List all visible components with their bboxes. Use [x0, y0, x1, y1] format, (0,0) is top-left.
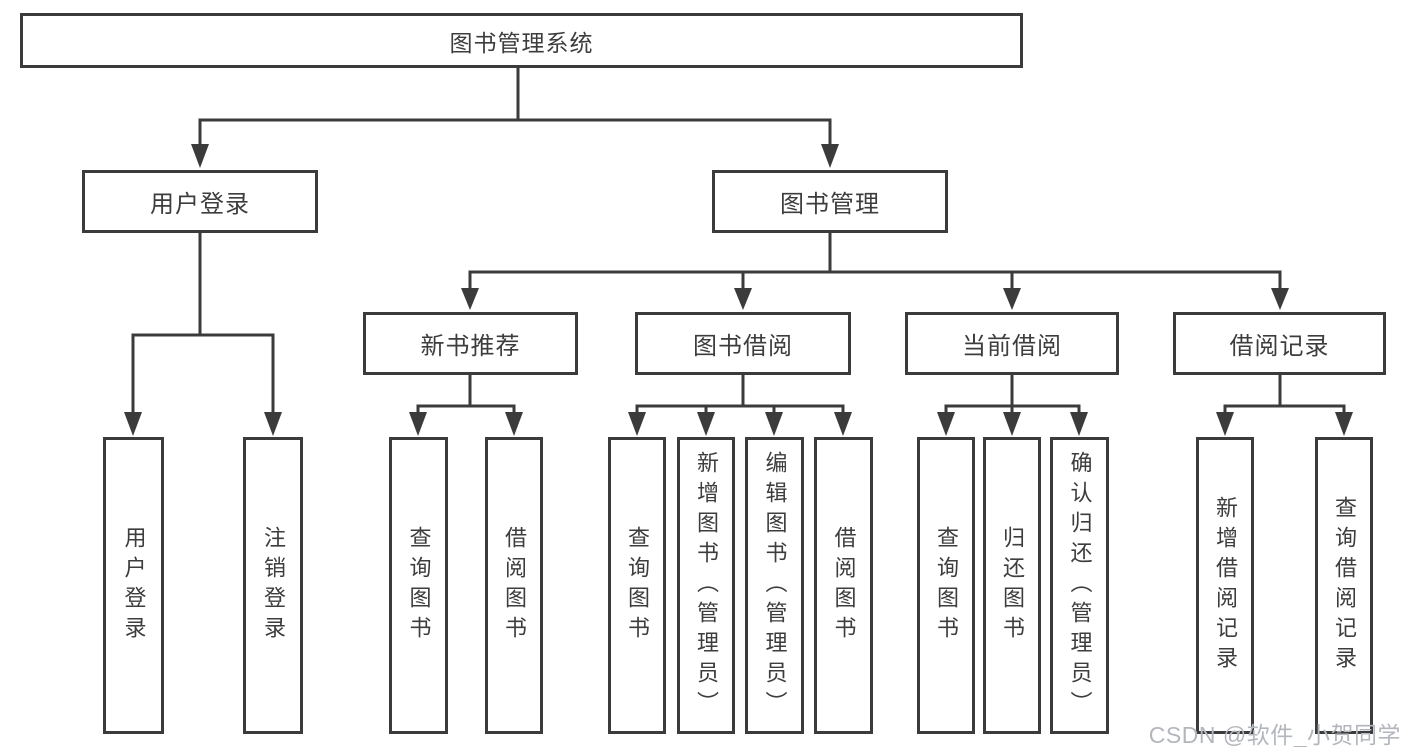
node-label: 确认归还（管理员） [1067, 450, 1093, 721]
node-leaf-user-login: 用户登录 [103, 437, 164, 734]
node-leaf-query-books-recommend: 查询图书 [389, 437, 448, 734]
connector-borrow-records-to-children [1216, 373, 1353, 436]
node-label: 当前借阅 [962, 333, 1062, 360]
node-label: 新增图书（管理员） [694, 450, 719, 721]
node-leaf-query-borrow-record: 查询借阅记录 [1315, 437, 1373, 734]
node-label: 借阅图书 [831, 525, 857, 646]
node-leaf-add-book-admin: 新增图书（管理员） [677, 437, 735, 734]
connector-user-login-to-children [124, 231, 282, 436]
node-label: 查询图书 [934, 525, 959, 646]
node-label: 编辑图书（管理员） [762, 450, 788, 721]
node-new-book-recommend: 新书推荐 [363, 312, 578, 375]
node-label: 图书借阅 [693, 333, 793, 360]
node-label: 归还图书 [1000, 525, 1025, 646]
node-label: 用户登录 [150, 191, 250, 218]
node-leaf-query-books-current: 查询图书 [917, 437, 975, 734]
node-book-borrow: 图书借阅 [635, 312, 851, 375]
node-label: 注销登录 [261, 525, 286, 646]
node-leaf-return-book: 归还图书 [983, 437, 1041, 734]
node-label: 查询图书 [406, 525, 432, 646]
node-label: 新书推荐 [420, 333, 521, 360]
connector-new-book-recommend-to-children [409, 373, 523, 436]
connector-root-to-children [191, 66, 839, 168]
node-root-library-management-system: 图书管理系统 [20, 13, 1023, 68]
node-leaf-add-borrow-record: 新增借阅记录 [1196, 437, 1254, 734]
connector-book-borrow-to-children [628, 373, 852, 436]
connector-current-borrow-to-children [937, 373, 1088, 436]
node-leaf-borrow-books-recommend: 借阅图书 [485, 437, 543, 734]
node-leaf-logout: 注销登录 [243, 437, 303, 734]
node-label: 借阅图书 [502, 525, 527, 646]
node-user-login: 用户登录 [82, 170, 318, 233]
node-borrow-records: 借阅记录 [1173, 312, 1386, 375]
node-label: 新增借阅记录 [1213, 495, 1238, 676]
node-leaf-confirm-return-admin: 确认归还（管理员） [1050, 437, 1109, 734]
node-label: 查询借阅记录 [1332, 495, 1357, 676]
node-label: 查询图书 [625, 525, 650, 646]
connector-book-management-to-children [461, 231, 1289, 310]
node-label: 用户登录 [121, 525, 147, 646]
node-current-borrow: 当前借阅 [905, 312, 1119, 375]
node-label: 借阅记录 [1229, 333, 1330, 360]
node-leaf-borrow-books: 借阅图书 [814, 437, 873, 734]
node-label: 图书管理 [780, 191, 880, 218]
node-label: 图书管理系统 [449, 29, 594, 56]
node-leaf-query-books-borrow: 查询图书 [608, 437, 666, 734]
node-leaf-edit-book-admin: 编辑图书（管理员） [745, 437, 804, 734]
node-book-management: 图书管理 [712, 170, 948, 233]
csdn-watermark: CSDN @软件_小贺同学 [1148, 722, 1401, 747]
